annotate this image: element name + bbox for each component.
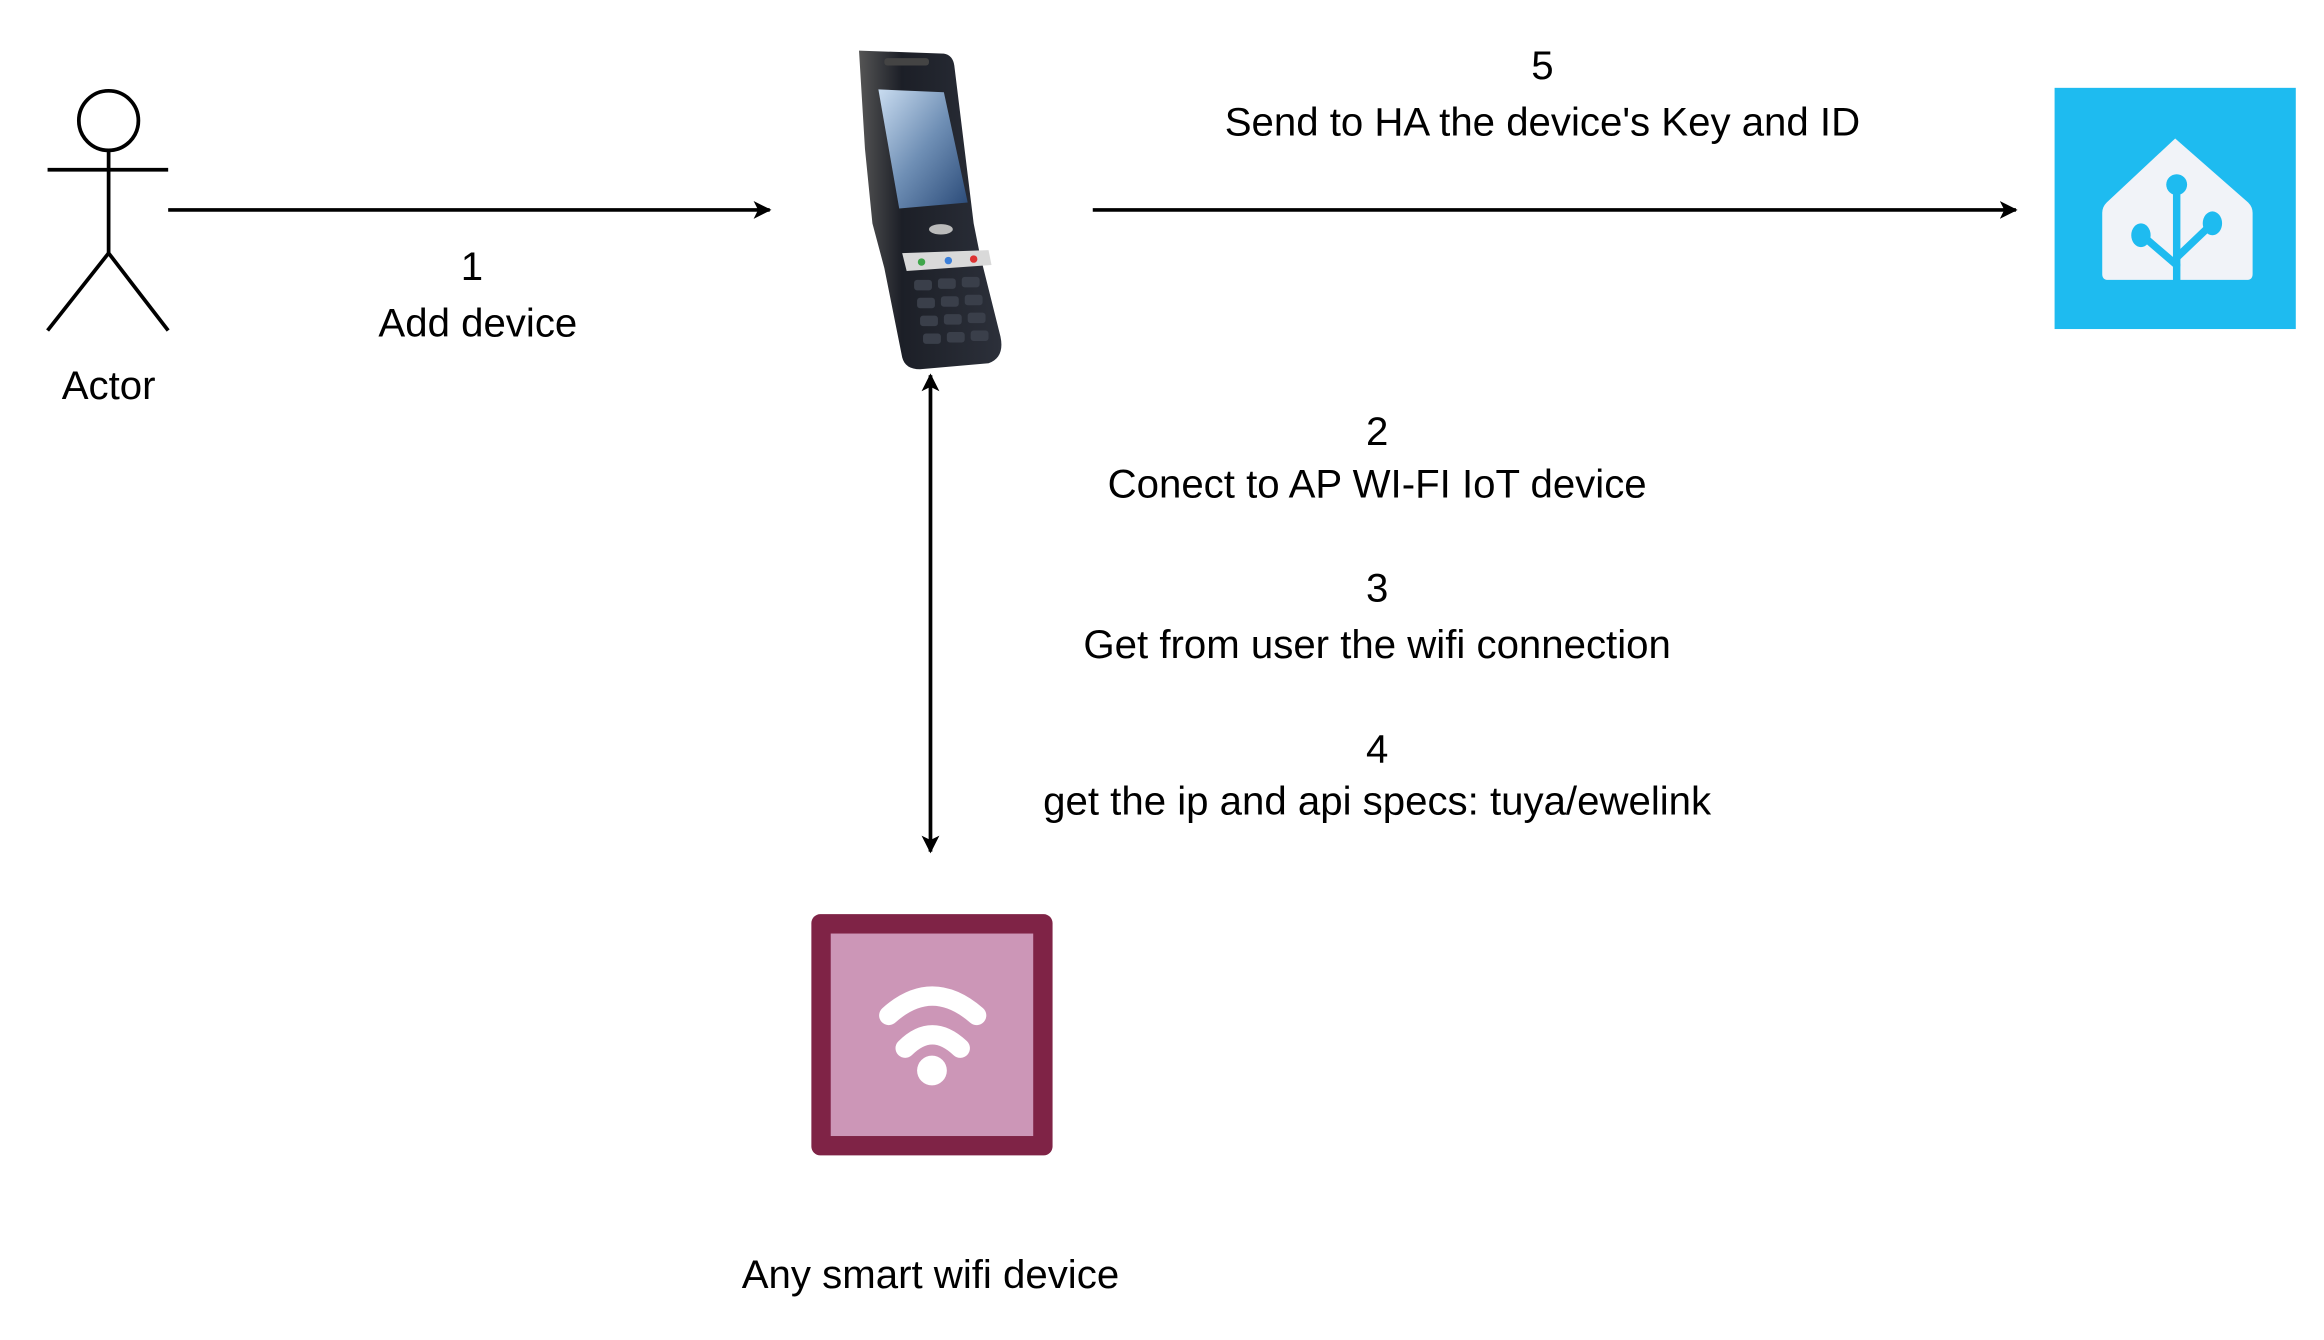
- step-3-number: 3: [1366, 566, 1388, 611]
- step-1-number: 1: [461, 244, 483, 289]
- step-5-text: Send to HA the device's Key and ID: [1225, 99, 1860, 144]
- step-2-text: Conect to AP WI-FI IoT device: [1108, 461, 1647, 506]
- wifi-device-node[interactable]: [811, 914, 1053, 1156]
- wifi-device-label: Any smart wifi device: [742, 1252, 1119, 1297]
- step-5-number: 5: [1531, 43, 1553, 88]
- actor-head: [76, 88, 141, 153]
- wifi-icon: [879, 986, 987, 1058]
- step-3-text: Get from user the wifi connection: [1083, 622, 1670, 667]
- actor-label: Actor: [62, 363, 156, 408]
- actor-right-leg: [107, 251, 170, 332]
- step-4-text: get the ip and api specs: tuya/ewelink: [1043, 778, 1712, 823]
- step-1-text: Add device: [378, 300, 577, 345]
- home-assistant-icon[interactable]: [2054, 87, 2296, 330]
- actor-left-leg: [46, 251, 111, 332]
- actor-figure[interactable]: [46, 88, 170, 332]
- step-2-number: 2: [1366, 409, 1388, 454]
- step-4-number: 4: [1366, 726, 1388, 771]
- mobile-phone-icon[interactable]: [859, 50, 1002, 370]
